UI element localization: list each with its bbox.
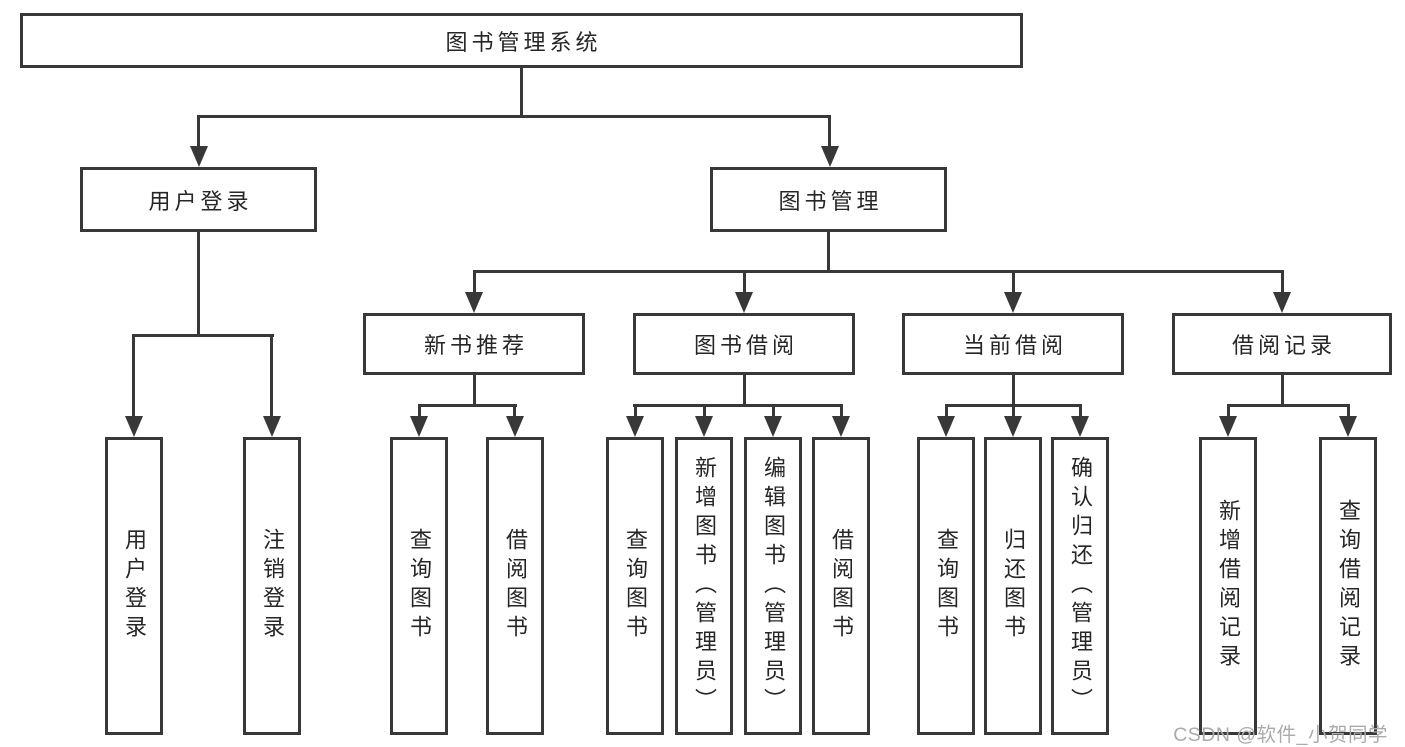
leaf-br-add-record: 新增借阅记录 [1199, 437, 1257, 735]
arrow-down-icon [263, 416, 281, 437]
edge-drop-l3 [473, 270, 476, 294]
arrow-down-icon [506, 416, 524, 437]
edge-nb-stem [473, 375, 476, 406]
edge-drop-leaf [418, 404, 421, 418]
arrow-down-icon [1004, 416, 1022, 437]
arrow-down-icon [695, 416, 713, 437]
leaf-bb-add-book: 新增图书（管理员） [675, 437, 733, 735]
edge-br-rail [1227, 404, 1350, 407]
csdn-watermark: CSDN @软件_小贺同学 [1173, 724, 1388, 746]
edge-drop-leaf [513, 404, 516, 418]
arrow-down-icon [1273, 292, 1291, 313]
arrow-down-icon [832, 416, 850, 437]
leaf-br-query-record: 查询借阅记录 [1319, 437, 1377, 735]
leaf-cb-return-book: 归还图书 [984, 437, 1042, 735]
node-current-borrow: 当前借阅 [902, 313, 1124, 375]
leaf-logout: 注销登录 [243, 437, 301, 735]
node-user-login: 用户登录 [80, 167, 317, 232]
node-new-book-recommend: 新书推荐 [363, 313, 585, 375]
leaf-nb-borrow-book: 借阅图书 [486, 437, 544, 735]
edge-cb-stem [1012, 375, 1015, 406]
edge-bb-stem [743, 375, 746, 406]
arrow-down-icon [190, 146, 208, 167]
arrow-down-icon [1004, 292, 1022, 313]
leaf-cb-query-book: 查询图书 [917, 437, 975, 735]
edge-bookmgmt-stem [827, 232, 830, 272]
arrow-down-icon [125, 416, 143, 437]
arrow-down-icon [1219, 416, 1237, 437]
edge-root-stem [520, 67, 523, 118]
arrow-down-icon [735, 292, 753, 313]
leaf-user-login: 用户登录 [105, 437, 163, 735]
arrow-down-icon [1071, 416, 1089, 437]
arrow-down-icon [1339, 416, 1357, 437]
leaf-bb-edit-book: 编辑图书（管理员） [744, 437, 802, 735]
node-book-management: 图书管理 [710, 167, 947, 232]
arrow-down-icon [465, 292, 483, 313]
edge-bb-rail [633, 404, 843, 407]
leaf-bb-borrow-book: 借阅图书 [812, 437, 870, 735]
arrow-down-icon [626, 416, 644, 437]
edge-drop-leaf [1012, 404, 1015, 418]
edge-drop-leaf [772, 404, 775, 418]
edge-root-rail [197, 115, 831, 118]
node-borrow-records: 借阅记录 [1172, 313, 1392, 375]
node-book-borrow: 图书借阅 [633, 313, 855, 375]
edge-drop-leaf [634, 404, 637, 418]
edge-drop-leaf [1227, 404, 1230, 418]
edge-userlogin-rail [132, 334, 274, 337]
edge-drop-book-mgmt [828, 115, 831, 148]
edge-drop-leaf [840, 404, 843, 418]
edge-nb-rail [418, 404, 517, 407]
edge-drop-leaf [1347, 404, 1350, 418]
leaf-nb-query-book: 查询图书 [390, 437, 448, 735]
edge-drop-l3 [1281, 270, 1284, 294]
node-root-system: 图书管理系统 [20, 13, 1023, 68]
edge-drop-leaf [945, 404, 948, 418]
arrow-down-icon [821, 146, 839, 167]
edge-drop-l3 [743, 270, 746, 294]
arrow-down-icon [937, 416, 955, 437]
leaf-bb-query-book: 查询图书 [606, 437, 664, 735]
edge-bookmgmt-rail [473, 270, 1283, 273]
edge-drop-leaf [270, 334, 273, 418]
leaf-cb-confirm-return: 确认归还（管理员） [1051, 437, 1109, 735]
edge-br-stem [1281, 375, 1284, 406]
arrow-down-icon [764, 416, 782, 437]
edge-drop-l3 [1012, 270, 1015, 294]
edge-drop-leaf [132, 334, 135, 418]
edge-drop-leaf [1079, 404, 1082, 418]
edge-userlogin-stem [197, 232, 200, 336]
edge-drop-leaf [703, 404, 706, 418]
arrow-down-icon [410, 416, 428, 437]
edge-drop-user-login [197, 115, 200, 148]
